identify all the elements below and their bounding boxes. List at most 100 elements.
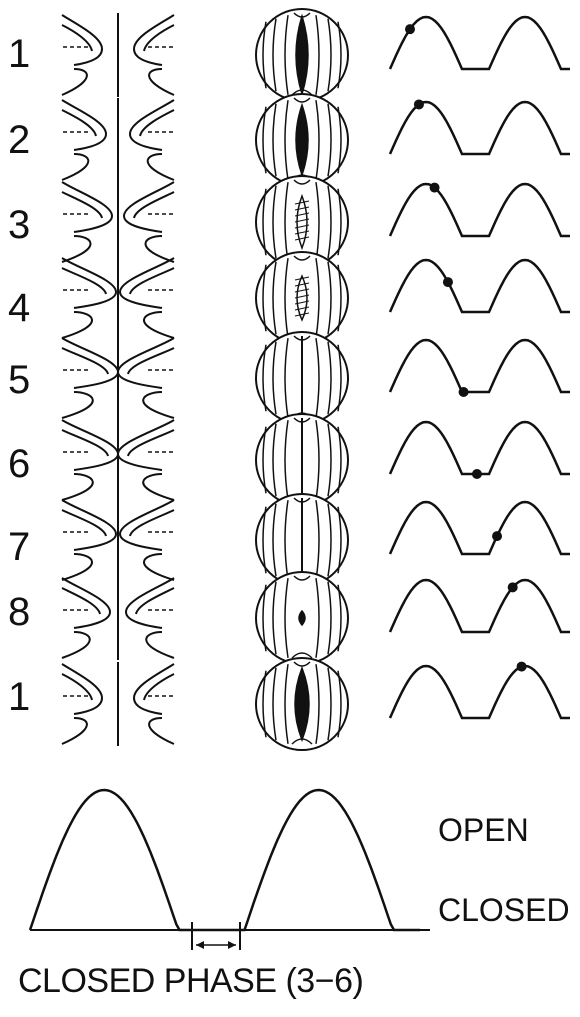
fold-inner-outline (61, 109, 97, 137)
glottal-waveform (388, 15, 570, 71)
phase-arrow-right (228, 941, 236, 949)
cycle-position-dot (442, 277, 453, 288)
fold-contour (337, 21, 342, 89)
fold-contour (315, 100, 320, 180)
frame-label-4: 4 (8, 286, 31, 330)
glottal-waveform (388, 338, 570, 394)
frame-8 (60, 571, 570, 665)
fold-outline (122, 181, 175, 233)
fold-outline (61, 419, 120, 471)
fold-inner-outline (61, 191, 103, 219)
fold-contour (315, 420, 320, 500)
fold-lower-outline (145, 631, 175, 659)
glottis-view-6 (255, 413, 349, 507)
fold-lower-outline (61, 553, 93, 581)
fold-lower-outline (61, 153, 90, 181)
aperture-hatch (294, 288, 310, 293)
frame-label-3: 3 (8, 203, 31, 247)
fold-contour (327, 341, 332, 415)
aperture-hatch (294, 236, 310, 241)
fold-contour (284, 578, 289, 658)
fold-contour (337, 426, 342, 494)
fold-outline (124, 577, 175, 629)
aperture-hatch (294, 206, 310, 211)
fold-section-5 (60, 336, 176, 420)
glottis-view-5 (255, 331, 349, 425)
fold-outline (128, 99, 175, 151)
fold-contour (315, 15, 320, 95)
aperture-hatch (294, 230, 310, 235)
waveform-7 (388, 500, 570, 556)
fold-contour (272, 261, 277, 335)
fold-contour (327, 185, 332, 259)
glottal-waveform (388, 420, 570, 476)
summary-waveform-group (28, 788, 430, 950)
fold-outline (61, 181, 114, 233)
frame-label-9: 1 (8, 675, 31, 719)
fold-lower-outline (144, 235, 175, 263)
fold-inner-outline (129, 267, 175, 295)
frame-label-1: 1 (8, 32, 31, 76)
fold-contour (262, 584, 267, 652)
aperture-hatch (294, 306, 310, 311)
fold-inner-outline (61, 24, 93, 52)
fold-contour (262, 426, 267, 494)
fold-outline (61, 499, 118, 551)
fold-section-6 (60, 418, 176, 502)
aperture-hatch (294, 200, 310, 205)
frame-7 (60, 493, 570, 587)
fold-contour (284, 258, 289, 338)
fold-lower-outline (61, 631, 91, 659)
fold-lower-outline (142, 473, 175, 501)
fold-contour (315, 578, 320, 658)
fold-lower-outline (61, 68, 88, 96)
aperture-hatch (294, 294, 310, 299)
aperture-hatch (294, 300, 310, 305)
fold-contour (337, 264, 342, 332)
frame-3 (60, 175, 570, 269)
arytenoid-contour (291, 652, 313, 659)
phase-arrow-left (196, 941, 204, 949)
glottis-view-2 (255, 93, 349, 187)
frame-5 (60, 331, 570, 425)
closed-phase-caption: CLOSED PHASE (3−6) (18, 962, 364, 1000)
fold-contour (262, 106, 267, 174)
fold-outline (116, 419, 175, 471)
cycle-position-dot (429, 182, 440, 193)
fold-lower-outline (61, 235, 92, 263)
fold-inner-outline (61, 587, 101, 615)
waveform-3 (388, 182, 570, 238)
cycle-position-dot (507, 582, 518, 593)
fold-lower-outline (146, 153, 175, 181)
fold-outline (132, 663, 175, 715)
anterior-contour (293, 255, 311, 261)
waveform-6 (388, 420, 570, 479)
fold-contour (315, 664, 320, 744)
fold-inner-outline (61, 429, 109, 457)
frame-label-2: 2 (8, 118, 31, 162)
fold-contour (284, 500, 289, 580)
fold-contour (272, 423, 277, 497)
aperture-hatch (294, 218, 310, 223)
fold-outline (132, 14, 175, 66)
fold-outline (61, 337, 120, 389)
anterior-contour (293, 179, 311, 185)
frame-1 (60, 8, 570, 102)
fold-contour (327, 18, 332, 92)
fold-contour (262, 344, 267, 412)
fold-contour (337, 344, 342, 412)
aperture-hatch (294, 212, 310, 217)
fold-inner-outline (143, 24, 175, 52)
glottis-view-8 (255, 571, 349, 665)
frame-4 (60, 251, 570, 345)
fold-contour (327, 667, 332, 741)
cycle-position-dot (492, 531, 503, 542)
fold-section-4 (60, 256, 176, 340)
fold-outline (116, 337, 175, 389)
frame-2 (60, 93, 570, 187)
cycle-position-dot (471, 469, 482, 479)
fold-contour (315, 500, 320, 580)
frame-label-7: 7 (8, 525, 31, 569)
frame-label-5: 5 (8, 358, 31, 402)
fold-contour (262, 670, 267, 738)
